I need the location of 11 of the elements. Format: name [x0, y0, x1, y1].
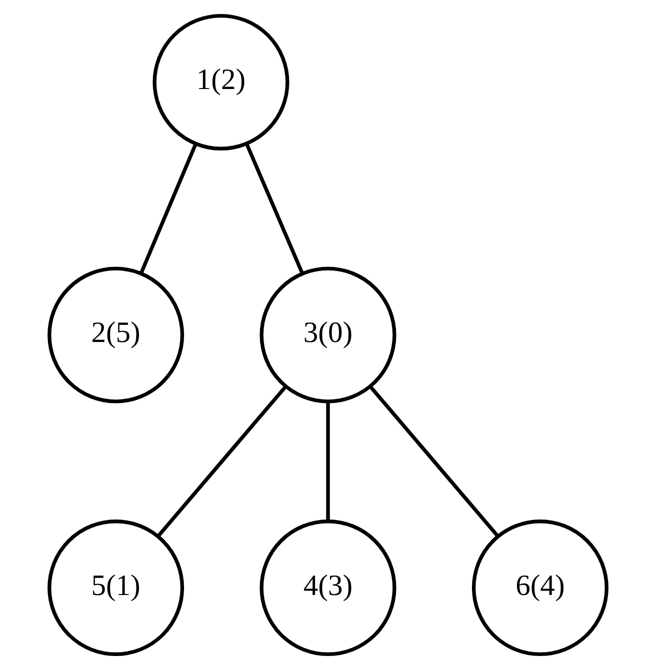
node-circle: 4(3): [260, 520, 396, 656]
node-circle: 2(5): [48, 266, 184, 404]
connector: [326, 402, 330, 521]
connector: [139, 143, 198, 274]
node-circle: 1(2): [152, 14, 290, 150]
connector: [156, 385, 287, 538]
connector: [244, 143, 304, 274]
node-circle: 6(4): [472, 520, 608, 656]
node-circle: 3(0): [260, 266, 396, 404]
connector: [369, 385, 500, 538]
node-circle: 5(1): [48, 520, 184, 656]
